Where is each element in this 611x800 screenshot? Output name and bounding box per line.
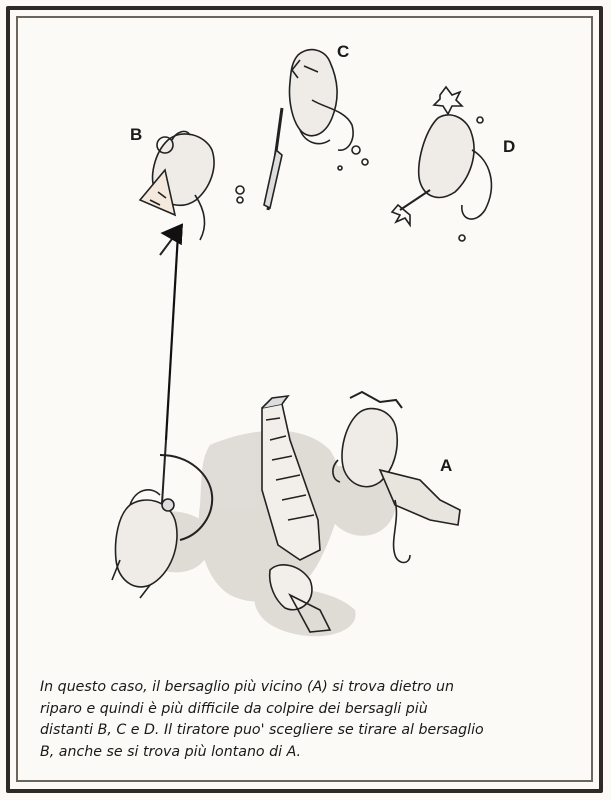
target-d-figure <box>392 87 491 241</box>
target-c-figure <box>264 50 368 210</box>
target-b-figure <box>140 131 244 255</box>
label-target-a: A <box>440 456 452 476</box>
label-target-b: B <box>130 125 142 145</box>
target-a-figure <box>333 392 460 563</box>
line-of-fire-arrow <box>166 234 178 440</box>
label-target-d: D <box>503 137 515 157</box>
label-target-c: C <box>337 42 349 62</box>
caption-text: In questo caso, il bersaglio più vicino … <box>40 677 585 763</box>
